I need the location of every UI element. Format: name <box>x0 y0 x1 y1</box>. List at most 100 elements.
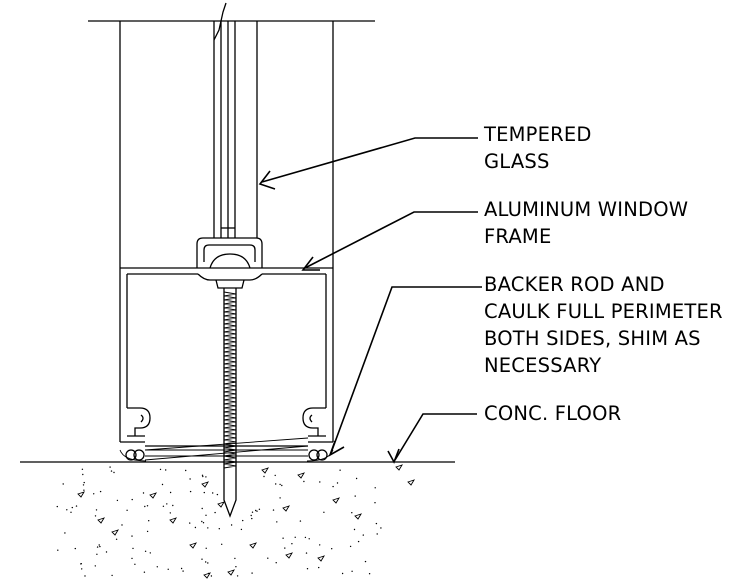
concrete-dot <box>96 553 98 555</box>
concrete-dot <box>146 530 149 533</box>
concrete-dot <box>202 522 205 524</box>
concrete-dot <box>83 481 85 484</box>
concrete-dot <box>240 528 243 531</box>
concrete-dot <box>132 547 134 550</box>
concrete-dot <box>143 571 146 573</box>
concrete-dot <box>169 512 171 514</box>
concrete-dot <box>134 563 136 565</box>
concrete-dot <box>212 492 214 494</box>
concrete-dot <box>113 471 115 474</box>
concrete-dot <box>144 550 147 552</box>
concrete-dot <box>131 557 133 560</box>
aggregate-mark <box>332 497 341 504</box>
concrete-dot <box>210 575 213 577</box>
concrete-dot <box>318 566 320 569</box>
aggregate-mark <box>407 479 416 486</box>
concrete-dot <box>279 483 281 486</box>
concrete-dot <box>319 544 321 546</box>
concrete-dot <box>274 474 276 477</box>
concrete-dot <box>205 476 207 478</box>
concrete-dot <box>354 495 356 497</box>
concrete-dot <box>323 511 325 513</box>
concrete-dot <box>99 490 102 493</box>
concrete-dot <box>98 544 100 546</box>
aggregate-mark <box>189 542 198 549</box>
concrete-dot <box>75 505 78 507</box>
concrete-dot <box>355 477 358 480</box>
concrete-dot <box>162 505 165 507</box>
concrete-dot <box>336 482 339 484</box>
concrete-dot <box>251 517 253 520</box>
concrete-dot <box>294 536 296 538</box>
concrete-dot <box>95 509 98 511</box>
concrete-dot <box>94 515 97 517</box>
concrete-dot <box>351 512 353 514</box>
concrete-dot <box>201 558 203 560</box>
break-line-icon <box>213 2 227 41</box>
concrete-dot <box>111 574 113 577</box>
concrete-dot <box>272 509 275 511</box>
concrete-dot <box>126 509 128 511</box>
concrete-dot <box>242 519 244 522</box>
concrete-dot <box>281 484 283 487</box>
concrete-dot <box>255 509 257 512</box>
concrete-dot <box>275 483 277 485</box>
concrete-dot <box>305 552 308 554</box>
concrete-dot <box>236 575 239 577</box>
aggregate-mark <box>297 472 306 479</box>
concrete-dot <box>282 537 284 539</box>
concrete-dot <box>319 481 321 483</box>
concrete-dot <box>303 480 305 483</box>
concrete-dot <box>148 520 150 522</box>
concrete-dot <box>276 521 278 523</box>
concrete-dot <box>57 549 59 551</box>
frame-label-line-2: FRAME <box>484 225 551 248</box>
aggregate-mark <box>77 491 86 498</box>
concrete-dot <box>110 470 113 472</box>
concrete-dot <box>64 532 66 534</box>
concrete-dot <box>131 498 133 501</box>
concrete-dot <box>99 545 101 548</box>
glass-label-line-1: TEMPERED <box>483 123 592 146</box>
callout-caulk: BACKER ROD AND CAULK FULL PERIMETER BOTH… <box>484 273 723 377</box>
concrete-dot <box>185 469 187 472</box>
concrete-dot <box>56 505 58 508</box>
concrete-dot <box>189 478 191 480</box>
aggregate-mark <box>395 464 404 471</box>
aggregate-mark <box>249 542 258 549</box>
concrete-dot <box>84 575 86 577</box>
concrete-dot <box>172 504 174 507</box>
concrete-dot <box>284 547 286 549</box>
concrete-dot <box>251 572 253 574</box>
concrete-dot <box>374 487 376 489</box>
concrete-dot <box>169 491 172 494</box>
anchor-screw <box>223 288 237 518</box>
aggregate-mark <box>111 529 120 536</box>
callout-floor: CONC. FLOOR <box>484 402 621 425</box>
concrete-dot <box>156 566 158 568</box>
concrete-dot <box>159 468 162 471</box>
concrete-dot <box>214 511 216 514</box>
concrete-dot <box>207 562 209 564</box>
concrete-dot <box>341 572 344 575</box>
concrete-dot <box>203 491 205 494</box>
concrete-dot <box>368 573 371 575</box>
concrete-dot <box>165 469 167 471</box>
concrete-dot <box>70 511 72 513</box>
aggregate-mark <box>227 569 236 576</box>
concrete-dot <box>201 474 204 476</box>
concrete-dot <box>194 526 197 529</box>
concrete-dot <box>121 524 123 526</box>
aggregate-mark <box>354 513 363 520</box>
concrete-dot <box>93 493 95 495</box>
aggregate-mark <box>282 505 291 512</box>
concrete-dot <box>331 548 333 550</box>
concrete-dot <box>189 490 192 493</box>
tempered-glass-panel <box>213 2 258 238</box>
aggregate-mark <box>149 492 158 499</box>
aggregate-mark <box>201 481 210 488</box>
concrete-dot <box>349 545 352 548</box>
concrete-dot <box>115 538 118 540</box>
concrete-dot <box>66 509 68 511</box>
